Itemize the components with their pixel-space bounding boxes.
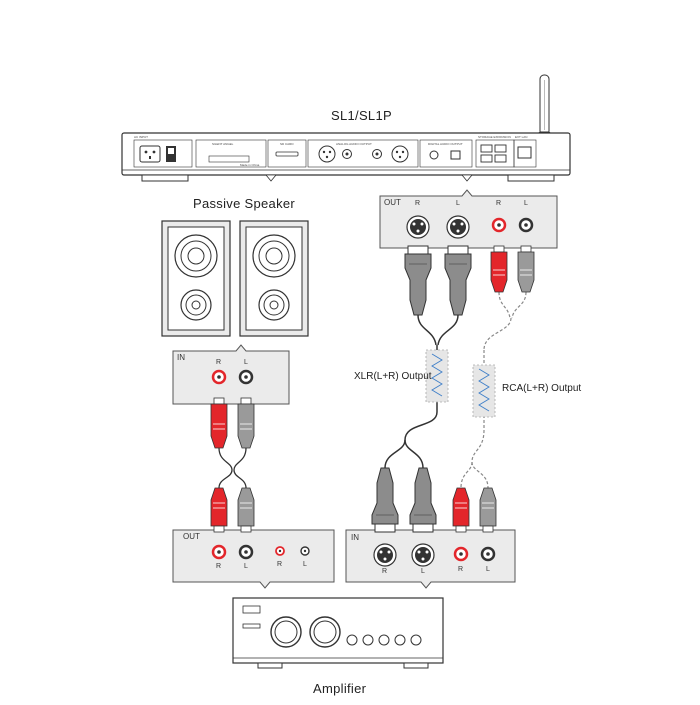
- sd-card-slot: [275, 151, 299, 157]
- amp-out-plug-r: [210, 487, 228, 533]
- speaker-rca-cable: [218, 447, 247, 489]
- amp-out-l-label: L: [244, 563, 248, 570]
- amp-button: [362, 634, 374, 646]
- speaker-l-label: L: [244, 359, 248, 366]
- amp-foot: [257, 662, 283, 669]
- passive-speakers: [161, 220, 309, 337]
- amp-button: [346, 634, 358, 646]
- sl1-panel-out-label: OUT: [384, 198, 401, 207]
- source-device-title: SL1/SL1P: [331, 108, 392, 123]
- amplifier-input-panel: [345, 529, 516, 589]
- usb-port: [494, 154, 507, 163]
- amp-out-rca-r: [211, 544, 227, 560]
- speaker-in-plug-r: [210, 397, 228, 449]
- amp-aux-rca-l: [300, 546, 310, 556]
- speaker-input-panel: [172, 344, 290, 405]
- amp-in-xlr-l: [411, 543, 435, 567]
- rear-label-digital: DIGITAL AUDIO OUTPUT: [428, 142, 463, 146]
- speaker-in-rca-l: [238, 369, 254, 385]
- out-rca-l: [518, 217, 534, 233]
- rear-label-brand: SILENT ANGEL: [212, 142, 234, 146]
- amp-aux-r-label: R: [277, 561, 283, 568]
- out-rca-r: [491, 217, 507, 233]
- xlr-cable: [384, 314, 459, 469]
- sl1-rca-l-label: L: [524, 200, 528, 207]
- speaker-panel-in-label: IN: [177, 353, 185, 362]
- rear-xlr-l: [391, 145, 409, 163]
- amp-in-rca-plug-r: [452, 487, 470, 533]
- optical-port: [450, 150, 461, 160]
- usb-port: [494, 144, 507, 153]
- amp-in-xlr-r: [373, 543, 397, 567]
- usb-port: [480, 154, 493, 163]
- device-foot: [141, 174, 189, 182]
- xlr-cable-sleeve: [425, 349, 449, 403]
- amp-button: [378, 634, 390, 646]
- rear-label-ac-input: AC INPUT: [134, 135, 149, 139]
- rear-label-analog: ANALOG AUDIO OUTPUT: [336, 142, 372, 146]
- amplifier-output-panel: [172, 529, 335, 589]
- amp-aux-rca-r: [275, 546, 285, 556]
- sl1-device: [121, 74, 571, 182]
- amp-button: [410, 634, 422, 646]
- speaker-in-plug-l: [237, 397, 255, 449]
- sl1-xlr-plug-r: [404, 245, 432, 316]
- rear-label-made-in: Made in China: [240, 163, 260, 167]
- out-xlr-r: [406, 215, 430, 239]
- sl1-xlr-r-label: R: [415, 200, 421, 207]
- amp-out-rca-l: [238, 544, 254, 560]
- amp-in-xlr-r-label: R: [382, 568, 388, 575]
- rca-cable: [460, 291, 527, 489]
- speaker-in-rca-r: [211, 369, 227, 385]
- sl1-rca-r-label: R: [496, 200, 502, 207]
- rear-label-sd-card: SD CARD: [280, 142, 294, 146]
- amp-foot: [403, 662, 429, 669]
- amp-button: [394, 634, 406, 646]
- amp-panel-in-label: IN: [351, 533, 359, 542]
- rca-output-label: RCA(L+R) Output: [502, 383, 582, 394]
- amp-in-rca-l-label: L: [486, 566, 490, 573]
- speaker-icon: [239, 220, 309, 337]
- amp-in-rca-l: [480, 546, 496, 562]
- amp-panel-out-label: OUT: [183, 532, 200, 541]
- amp-in-rca-r-label: R: [458, 566, 464, 573]
- speaker-title: Passive Speaker: [193, 196, 296, 211]
- amp-out-r-label: R: [216, 563, 222, 570]
- device-foot: [507, 174, 555, 182]
- amp-display: [242, 605, 261, 614]
- rating-plate: [195, 139, 267, 168]
- rear-rca-r: [342, 149, 352, 159]
- amp-in-rca-plug-l: [479, 487, 497, 533]
- amp-in-rca-r: [453, 546, 469, 562]
- sl1-rca-plug-l: [517, 245, 535, 293]
- amp-aux-l-label: L: [303, 561, 307, 568]
- ac-socket: [139, 145, 161, 163]
- xlr-output-label: XLR(L+R) Output: [354, 371, 432, 382]
- sl1-xlr-plug-l: [444, 245, 472, 316]
- amp-in-xlr-l-label: L: [421, 568, 425, 575]
- out-xlr-l: [446, 215, 470, 239]
- sl1-rca-plug-r: [490, 245, 508, 293]
- amp-in-xlr-plug-l: [409, 467, 437, 533]
- amp-out-plug-l: [237, 487, 255, 533]
- sl1-xlr-l-label: L: [456, 200, 460, 207]
- lan-port: [517, 146, 532, 159]
- rca-cable-sleeve: [472, 364, 496, 418]
- rear-label-storage: STORAGE EXPANSION: [478, 135, 511, 139]
- amp-in-xlr-plug-r: [371, 467, 399, 533]
- speaker-r-label: R: [216, 359, 222, 366]
- rear-label-lan: EXT LAN: [515, 135, 528, 139]
- amplifier-device: [232, 597, 444, 669]
- rear-xlr-r: [318, 145, 336, 163]
- speaker-icon: [161, 220, 231, 337]
- coaxial-jack: [429, 150, 439, 160]
- amplifier-title: Amplifier: [313, 681, 367, 696]
- sl1-output-panel: [379, 189, 558, 249]
- usb-port: [480, 144, 493, 153]
- rear-rca-l: [372, 149, 382, 159]
